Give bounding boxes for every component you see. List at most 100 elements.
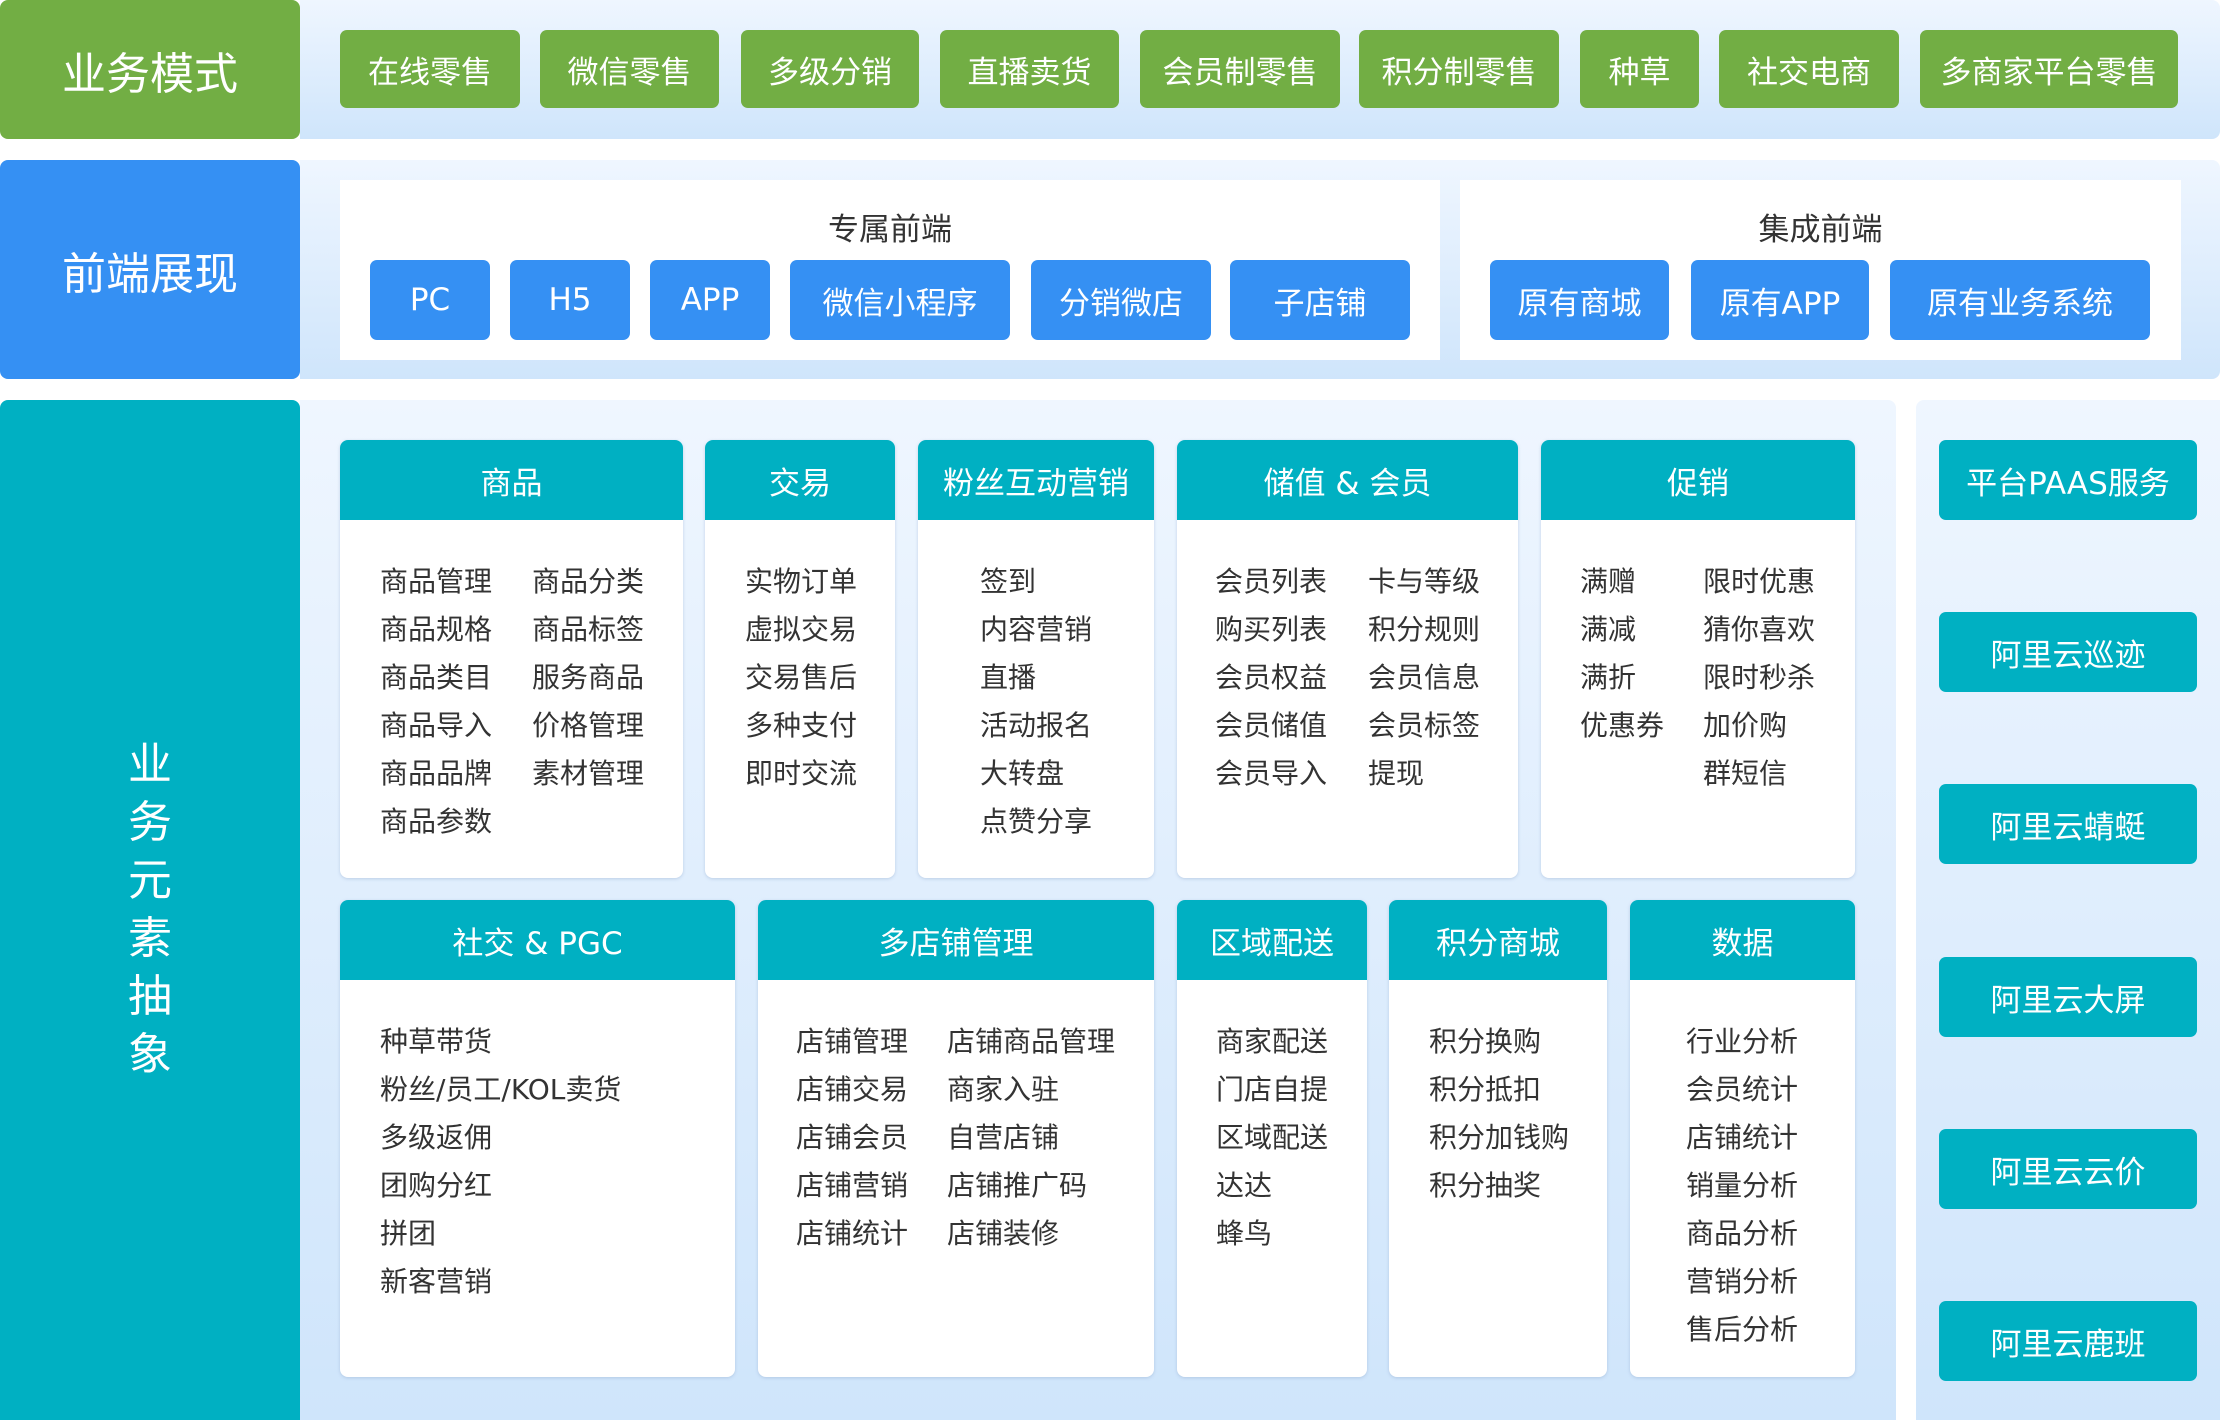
element-item: 达达 (1216, 1169, 1273, 1202)
element-item: 会员信息 (1368, 661, 1481, 694)
element-item: 大转盘 (980, 757, 1065, 790)
element-card-header: 交易 (705, 440, 895, 520)
business-mode-item[interactable]: 社交电商 (1719, 30, 1899, 108)
element-item: 卡与等级 (1368, 565, 1481, 598)
dedicated-frontend-item[interactable]: 微信小程序 (790, 260, 1010, 340)
element-item: 交易售后 (745, 661, 858, 694)
element-item: 店铺管理 (796, 1025, 909, 1058)
element-item: 满折 (1580, 661, 1637, 694)
element-item: 行业分析 (1686, 1025, 1799, 1058)
business-mode-item[interactable]: 种草 (1580, 30, 1699, 108)
service-button[interactable]: 阿里云大屏 (1939, 957, 2197, 1037)
business-mode-item[interactable]: 在线零售 (340, 30, 520, 108)
element-card-header: 储值 & 会员 (1177, 440, 1518, 520)
element-card-column: 商品管理商品规格商品类目商品导入商品品牌商品参数 (380, 558, 492, 846)
element-item: 商家入驻 (947, 1073, 1060, 1106)
element-item: 满减 (1580, 613, 1637, 646)
frontend-label: 前端展现 (0, 160, 300, 379)
element-item: 积分抵扣 (1429, 1073, 1542, 1106)
dedicated-frontend-item[interactable]: H5 (510, 260, 630, 340)
element-item: 点赞分享 (980, 805, 1093, 838)
service-button[interactable]: 阿里云云价 (1939, 1129, 2197, 1209)
element-item: 积分加钱购 (1429, 1121, 1570, 1154)
element-card-column: 会员列表购买列表会员权益会员储值会员导入 (1215, 558, 1327, 798)
element-card-header: 粉丝互动营销 (918, 440, 1154, 520)
dedicated-frontend-item[interactable]: PC (370, 260, 490, 340)
element-item: 商品导入 (380, 709, 493, 742)
element-item: 商品类目 (380, 661, 493, 694)
element-item: 蜂鸟 (1216, 1217, 1273, 1250)
element-card-column: 满赠满减满折优惠券 (1580, 558, 1664, 750)
elements-title: 业务元素抽象 (128, 739, 172, 1080)
element-item: 会员列表 (1215, 565, 1328, 598)
integrated-frontend-item[interactable]: 原有业务系统 (1890, 260, 2150, 340)
business-mode-title: 业务模式 (62, 48, 238, 100)
integrated-frontend-title: 集成前端 (1758, 212, 1883, 248)
element-card: 积分商城积分换购积分抵扣积分加钱购积分抽奖 (1389, 900, 1607, 1377)
dedicated-frontend-title: 专属前端 (828, 212, 952, 248)
element-card: 区域配送商家配送门店自提区域配送达达蜂鸟 (1177, 900, 1367, 1377)
service-button[interactable]: 平台PAAS服务 (1939, 440, 2197, 520)
element-item: 店铺推广码 (947, 1169, 1088, 1202)
business-mode-label: 业务模式 (0, 0, 300, 139)
business-mode-item[interactable]: 直播卖货 (940, 30, 1119, 108)
element-card-column: 卡与等级积分规则会员信息会员标签提现 (1368, 558, 1480, 798)
element-item: 多种支付 (745, 709, 858, 742)
business-mode-item[interactable]: 多级分销 (741, 30, 919, 108)
element-item: 会员统计 (1686, 1073, 1799, 1106)
element-item: 团购分红 (380, 1169, 493, 1202)
element-card: 商品商品管理商品规格商品类目商品导入商品品牌商品参数商品分类商品标签服务商品价格… (340, 440, 683, 878)
element-card-column: 商家配送门店自提区域配送达达蜂鸟 (1216, 1018, 1328, 1258)
business-mode-item[interactable]: 微信零售 (540, 30, 719, 108)
business-mode-item[interactable]: 会员制零售 (1140, 30, 1340, 108)
element-card-header: 区域配送 (1177, 900, 1367, 980)
element-card-column: 店铺商品管理商家入驻自营店铺店铺推广码店铺装修 (947, 1018, 1115, 1258)
element-item: 积分换购 (1429, 1025, 1542, 1058)
element-item: 店铺统计 (1686, 1121, 1799, 1154)
element-item: 营销分析 (1686, 1265, 1799, 1298)
dedicated-frontend-item[interactable]: 分销微店 (1031, 260, 1211, 340)
element-item: 会员标签 (1368, 709, 1481, 742)
element-item: 店铺装修 (947, 1217, 1060, 1250)
element-item: 素材管理 (532, 757, 645, 790)
business-mode-item[interactable]: 积分制零售 (1359, 30, 1559, 108)
element-item: 内容营销 (980, 613, 1093, 646)
element-item: 满赠 (1580, 565, 1637, 598)
integrated-frontend-item[interactable]: 原有商城 (1490, 260, 1669, 340)
element-item: 群短信 (1703, 757, 1788, 790)
element-card-header: 社交 & PGC (340, 900, 735, 980)
service-button[interactable]: 阿里云蜻蜓 (1939, 784, 2197, 864)
element-item: 商品参数 (380, 805, 493, 838)
element-item: 限时优惠 (1703, 565, 1816, 598)
element-item: 会员权益 (1215, 661, 1328, 694)
element-item: 积分规则 (1368, 613, 1481, 646)
element-item: 店铺商品管理 (947, 1025, 1116, 1058)
element-item: 售后分析 (1686, 1313, 1799, 1346)
element-item: 服务商品 (532, 661, 645, 694)
element-card: 多店铺管理店铺管理店铺交易店铺会员店铺营销店铺统计店铺商品管理商家入驻自营店铺店… (758, 900, 1154, 1377)
service-button[interactable]: 阿里云巡迹 (1939, 612, 2197, 692)
dedicated-frontend-item[interactable]: APP (650, 260, 770, 340)
element-item: 自营店铺 (947, 1121, 1060, 1154)
frontend-title: 前端展现 (62, 248, 238, 300)
element-card-column: 实物订单虚拟交易交易售后多种支付即时交流 (745, 558, 857, 798)
element-item: 积分抽奖 (1429, 1169, 1542, 1202)
dedicated-frontend-item[interactable]: 子店铺 (1230, 260, 1410, 340)
element-item: 商品规格 (380, 613, 493, 646)
element-card: 数据行业分析会员统计店铺统计销量分析商品分析营销分析售后分析 (1630, 900, 1855, 1377)
element-item: 价格管理 (532, 709, 645, 742)
element-item: 活动报名 (980, 709, 1093, 742)
integrated-frontend-item[interactable]: 原有APP (1691, 260, 1869, 340)
element-card-column: 店铺管理店铺交易店铺会员店铺营销店铺统计 (796, 1018, 908, 1258)
element-card-column: 种草带货粉丝/员工/KOL卖货多级返佣团购分红拼团新客营销 (380, 1018, 621, 1306)
service-button[interactable]: 阿里云鹿班 (1939, 1301, 2197, 1381)
element-item: 会员储值 (1215, 709, 1328, 742)
business-mode-item[interactable]: 多商家平台零售 (1920, 30, 2178, 108)
element-item: 销量分析 (1686, 1169, 1799, 1202)
element-item: 店铺会员 (796, 1121, 909, 1154)
element-item: 区域配送 (1216, 1121, 1329, 1154)
elements-label: 业务元素抽象 (0, 400, 300, 1420)
element-item: 购买列表 (1215, 613, 1328, 646)
element-item: 限时秒杀 (1703, 661, 1816, 694)
element-card: 交易实物订单虚拟交易交易售后多种支付即时交流 (705, 440, 895, 878)
